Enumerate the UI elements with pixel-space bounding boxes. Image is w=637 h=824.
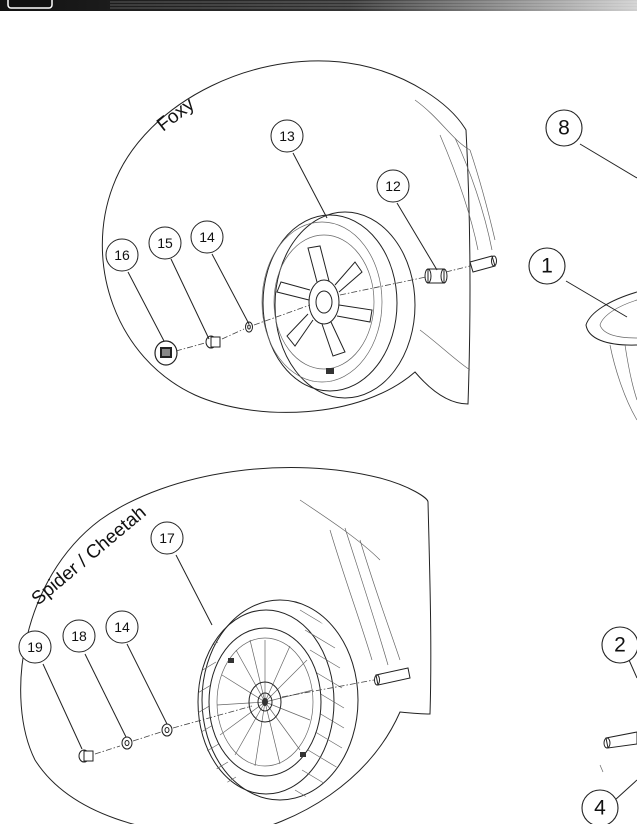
- callout-4: 4: [581, 789, 619, 824]
- foxy-washer-14: [245, 321, 253, 333]
- foxy-bushing-12: [424, 268, 448, 284]
- header-bar: [0, 0, 637, 11]
- svg-text:16: 16: [114, 247, 130, 263]
- svg-text:12: 12: [385, 178, 401, 194]
- spider-assembly-axis: [94, 679, 375, 755]
- right-edge-vehicle: [585, 291, 637, 773]
- callout-19: 19: [18, 630, 52, 664]
- callout-18: 18: [62, 619, 96, 653]
- callout-13: 13: [270, 119, 304, 153]
- foxy-hubcap-16: [154, 340, 178, 366]
- svg-text:18: 18: [71, 628, 87, 644]
- callout-14-foxy: 14: [190, 220, 224, 254]
- svg-text:4: 4: [594, 797, 606, 820]
- spider-bolt-19: [78, 749, 94, 763]
- variant-label-foxy: Foxy: [153, 94, 199, 136]
- vehicle-frame-foxy: [414, 99, 496, 371]
- spider-wheel-spokes: [216, 639, 314, 767]
- spider-axle: [374, 667, 411, 686]
- vehicle-frame-spider: [299, 499, 401, 666]
- foxy-wheel-badge-icon: [326, 368, 334, 374]
- spider-wheel-badge-icon-2: [300, 752, 306, 757]
- svg-text:1: 1: [541, 255, 553, 278]
- svg-text:17: 17: [159, 530, 175, 546]
- spider-wheel: [197, 599, 359, 804]
- foxy-assembly-axis: [175, 265, 471, 352]
- callout-12: 12: [376, 169, 410, 203]
- spider-washer-14: [161, 723, 173, 737]
- svg-text:2: 2: [614, 634, 626, 657]
- callout-2: 2: [601, 626, 637, 664]
- callout-15: 15: [148, 226, 182, 260]
- svg-text:8: 8: [558, 117, 570, 140]
- callout-1: 1: [528, 247, 566, 285]
- header-tab: [7, 0, 53, 9]
- spider-washer-18: [121, 736, 133, 750]
- leader-lines: [42, 143, 637, 801]
- foxy-wheel: [261, 211, 416, 399]
- spider-cheetah-detail-bubble: [20, 467, 432, 824]
- foxy-bolt-15: [205, 335, 221, 349]
- callout-14-spider: 14: [105, 610, 139, 644]
- svg-text:15: 15: [157, 235, 173, 251]
- callout-17: 17: [150, 521, 184, 555]
- spider-wheel-badge-icon: [228, 658, 234, 663]
- foxy-axle: [469, 255, 497, 273]
- svg-text:13: 13: [279, 128, 295, 144]
- foxy-wheel-spokes: [276, 245, 373, 357]
- svg-text:14: 14: [114, 619, 130, 635]
- callout-8: 8: [545, 109, 583, 147]
- svg-text:19: 19: [27, 639, 43, 655]
- svg-text:14: 14: [199, 229, 215, 245]
- variant-label-spider-cheetah: Spider / Cheetah: [28, 502, 151, 610]
- foxy-detail-bubble: [101, 60, 471, 413]
- callout-16: 16: [105, 238, 139, 272]
